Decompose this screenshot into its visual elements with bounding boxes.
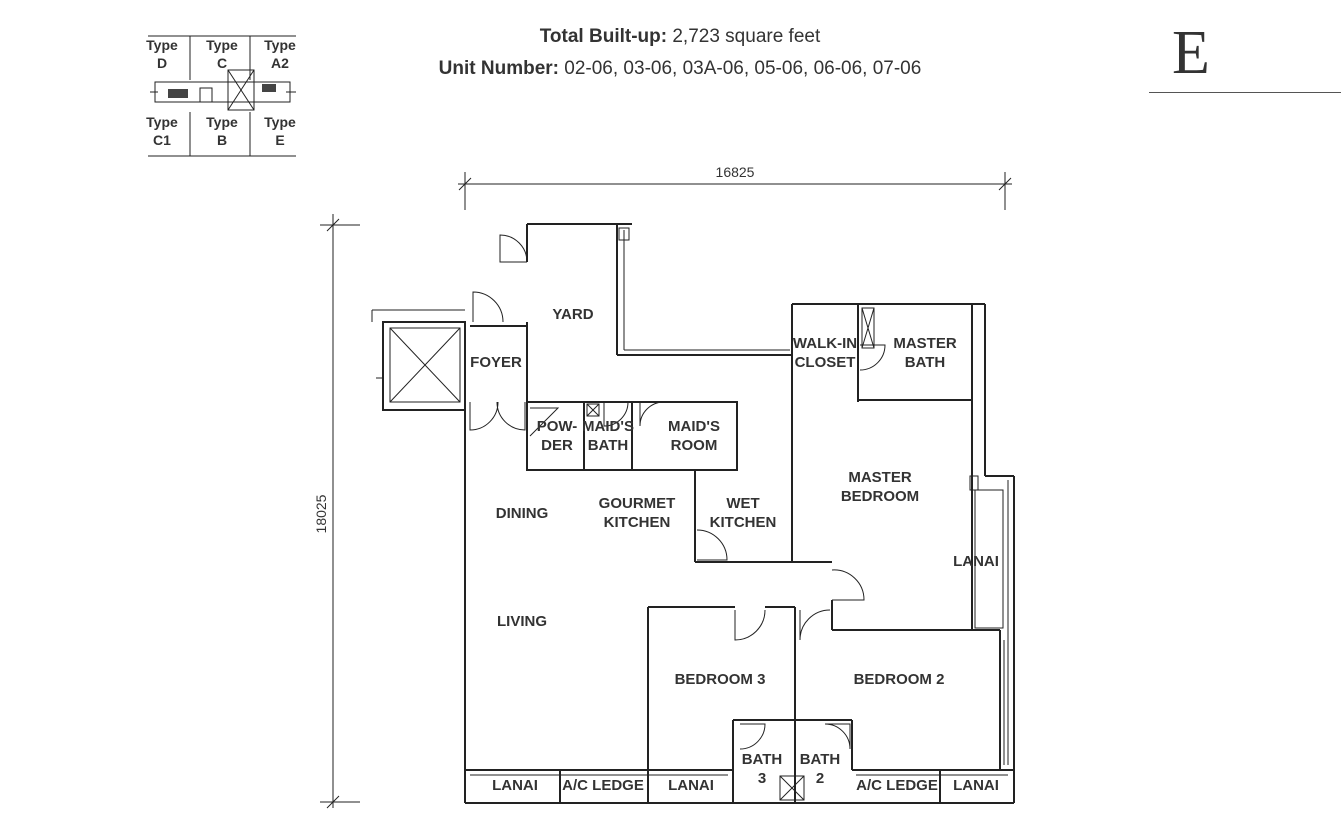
- key-type-d-line1: Type: [146, 37, 178, 53]
- unit-number-value: 02-06, 03-06, 03A-06, 05-06, 06-06, 07-0…: [564, 58, 922, 79]
- key-type-a2-line2: A2: [271, 55, 289, 71]
- room-bath-2-line1: BATH: [800, 751, 841, 768]
- key-type-c-line2: C: [217, 55, 227, 71]
- width-dimension-label: 16825: [716, 164, 755, 180]
- room-walkin-line2: CLOSET: [795, 354, 856, 371]
- height-dimension-label: 18025: [313, 494, 329, 533]
- room-living: LIVING: [497, 613, 547, 630]
- room-maids-room-line1: MAID'S: [668, 418, 720, 435]
- built-up-line: Total Built-up: 2,723 square feet: [380, 26, 980, 48]
- room-wet-line1: WET: [726, 495, 759, 512]
- room-maids-bath-line2: BATH: [588, 437, 629, 454]
- key-type-c-line1: Type: [206, 37, 238, 53]
- built-up-value: 2,723 square feet: [672, 26, 821, 47]
- key-type-b-line2: B: [217, 132, 227, 148]
- room-master-bath-line2: BATH: [905, 354, 946, 371]
- room-bedroom-3: BEDROOM 3: [675, 671, 766, 688]
- room-yard: YARD: [552, 306, 593, 323]
- room-dining: DINING: [496, 505, 549, 522]
- unit-number-line: Unit Number: 02-06, 03-06, 03A-06, 05-06…: [380, 58, 980, 80]
- room-gourmet-line1: GOURMET: [599, 495, 676, 512]
- room-gourmet-line2: KITCHEN: [604, 514, 671, 531]
- key-type-e-line2: E: [275, 132, 284, 148]
- room-bath-3-line2: 3: [758, 770, 766, 787]
- walls: [371, 223, 1015, 804]
- width-dimension: 16825: [458, 164, 1012, 210]
- room-lanai-2: LANAI: [668, 777, 714, 794]
- room-lanai-master: LANAI: [953, 553, 999, 570]
- key-type-b-line1: Type: [206, 114, 238, 130]
- unit-number-label: Unit Number:: [438, 58, 559, 79]
- room-acledge-2: A/C LEDGE: [856, 777, 938, 794]
- room-bath-3-line1: BATH: [742, 751, 783, 768]
- room-lanai-1: LANAI: [492, 777, 538, 794]
- room-maids-bath-line1: MAID'S: [582, 418, 634, 435]
- key-plan: Type D Type C Type A2 Type C1 Type B Typ…: [146, 35, 296, 157]
- type-divider: [1149, 92, 1341, 93]
- room-master-bath-line1: MASTER: [893, 335, 957, 352]
- key-type-a2-line1: Type: [264, 37, 296, 53]
- room-walkin-line1: WALK-IN: [793, 335, 857, 352]
- doors: [469, 234, 886, 750]
- room-acledge-1: A/C LEDGE: [562, 777, 644, 794]
- room-powder-line1: POW-: [537, 418, 578, 435]
- room-powder-line2: DER: [541, 437, 573, 454]
- height-dimension: 18025: [313, 214, 360, 809]
- room-bath-2-line2: 2: [816, 770, 824, 787]
- room-labels: YARD FOYER POW- DER MAID'S BATH MAID'S R…: [470, 306, 999, 794]
- room-maids-room-line2: ROOM: [671, 437, 718, 454]
- key-type-e-line1: Type: [264, 114, 296, 130]
- room-master-bed-line1: MASTER: [848, 469, 912, 486]
- unit-type-letter: E: [1172, 19, 1210, 87]
- room-wet-line2: KITCHEN: [710, 514, 777, 531]
- room-bedroom-2: BEDROOM 2: [854, 671, 945, 688]
- key-type-c1-line1: Type: [146, 114, 178, 130]
- room-foyer: FOYER: [470, 354, 522, 371]
- room-master-bed-line2: BEDROOM: [841, 488, 919, 505]
- room-lanai-3: LANAI: [953, 777, 999, 794]
- key-type-c1-line2: C1: [153, 132, 171, 148]
- built-up-label: Total Built-up:: [539, 26, 668, 47]
- key-type-d-line2: D: [157, 55, 167, 71]
